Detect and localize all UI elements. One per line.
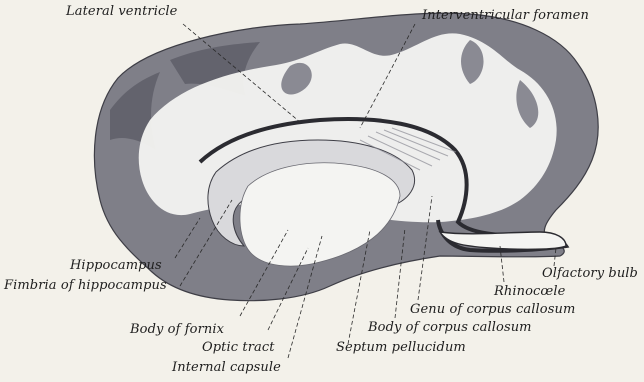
label-fimbria-of-hippocampus: Fimbria of hippocampus [4,278,167,293]
label-rhinocoele: Rhinocœle [494,284,565,299]
label-olfactory-bulb: Olfactory bulb [542,266,638,281]
label-optic-tract: Optic tract [202,340,275,355]
label-body-of-fornix: Body of fornix [130,322,224,337]
label-internal-capsule: Internal capsule [172,360,281,375]
label-hippocampus: Hippocampus [70,258,162,273]
label-septum-pellucidum: Septum pellucidum [336,340,466,355]
label-genu-of-corpus-callosum: Genu of corpus callosum [410,302,575,317]
label-interventricular-foramen: Interventricular foramen [422,8,589,23]
label-body-of-corpus-callosum: Body of corpus callosum [368,320,532,335]
label-lateral-ventricle: Lateral ventricle [66,4,177,19]
